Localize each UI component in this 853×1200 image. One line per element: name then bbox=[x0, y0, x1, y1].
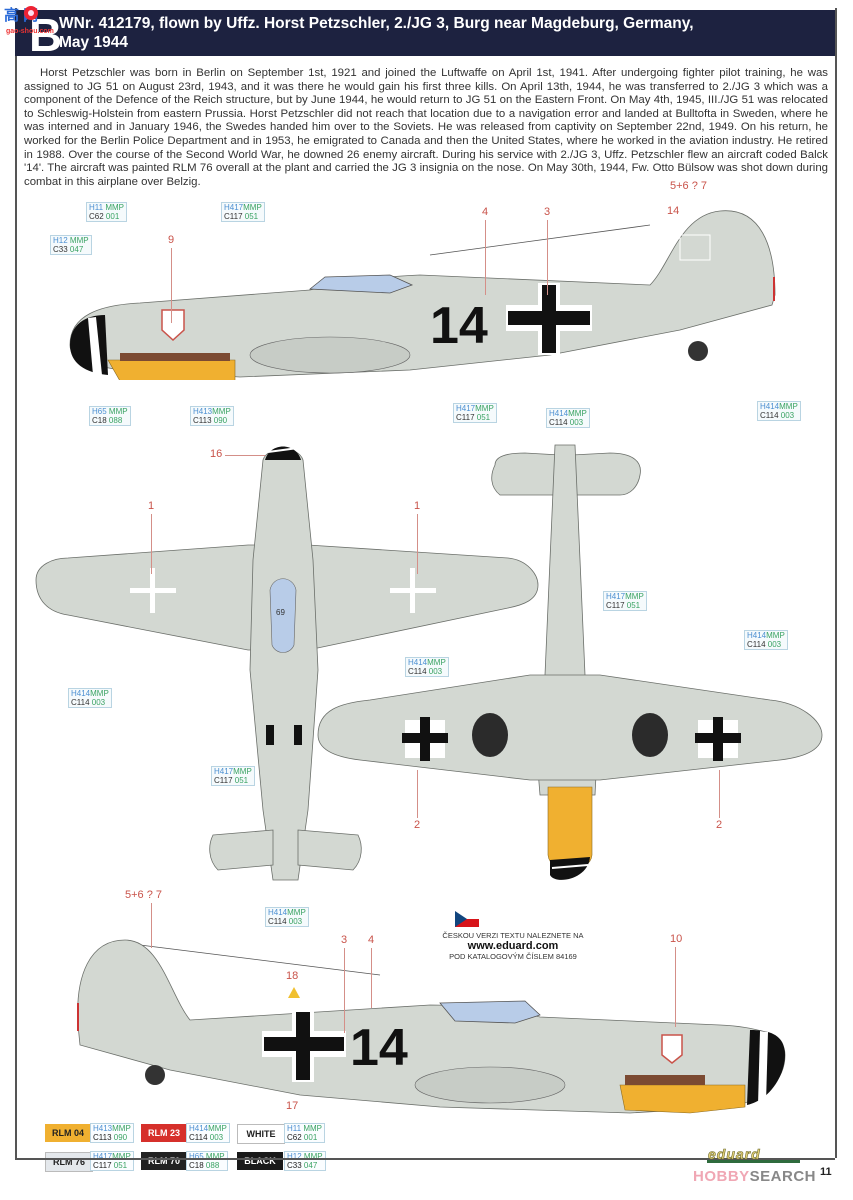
legend-swatch-rlm70: RLM 70 bbox=[141, 1152, 187, 1170]
leader-line bbox=[151, 514, 152, 574]
leader-line bbox=[151, 903, 152, 948]
callout-10: 10 bbox=[670, 933, 683, 945]
leader-line bbox=[417, 770, 418, 818]
leader-line bbox=[344, 948, 345, 1033]
leader-line bbox=[225, 455, 265, 456]
pilot-biography: Horst Petzschler was born in Berlin on S… bbox=[24, 67, 828, 188]
hobbysearch-watermark: HOBBYSEARCH bbox=[693, 1168, 816, 1185]
callout-14: 14 bbox=[667, 205, 680, 217]
leader-line bbox=[417, 514, 418, 574]
leader-line bbox=[719, 770, 720, 818]
title-line-1: WNr. 412179, flown by Uffz. Horst Petzsc… bbox=[59, 15, 694, 32]
side-profile-right: 14 bbox=[77, 939, 786, 1114]
eduard-logo-bar bbox=[707, 1160, 800, 1163]
czech-flag-icon bbox=[455, 911, 479, 927]
callout-1: 1 bbox=[148, 500, 155, 512]
callout-16: 16 bbox=[210, 448, 223, 460]
eduard-logo: eduard bbox=[708, 1146, 761, 1163]
top-view: 69 bbox=[35, 446, 539, 881]
callout-5-6-7: 5+6 ? 7 bbox=[670, 180, 708, 192]
page-title: WNr. 412179, flown by Uffz. Horst Petzsc… bbox=[59, 14, 829, 52]
leader-line bbox=[485, 220, 486, 295]
watermark-logo: 高 网 gao-shou.com bbox=[2, 4, 62, 35]
title-bar: B WNr. 412179, flown by Uffz. Horst Petz… bbox=[15, 9, 835, 61]
side-profile-left: 14 bbox=[69, 210, 776, 380]
legend-swatch-black: BLACK bbox=[237, 1152, 283, 1170]
callout-2: 2 bbox=[414, 819, 421, 831]
legend-swatch-white: WHITE bbox=[237, 1124, 285, 1144]
leader-line bbox=[547, 220, 548, 295]
callout-9: 9 bbox=[168, 234, 175, 246]
profile-letter: B bbox=[29, 9, 63, 61]
leader-line bbox=[171, 248, 172, 323]
callout-1: 1 bbox=[414, 500, 421, 512]
callout-18: 18 bbox=[286, 970, 299, 982]
callout-2: 2 bbox=[716, 819, 723, 831]
watermark-url: gao-shou.com bbox=[6, 28, 54, 35]
bottom-rule bbox=[15, 1158, 835, 1160]
callout-4: 4 bbox=[368, 934, 375, 946]
leader-line bbox=[675, 947, 676, 1027]
czech-note-line3: POD KATALOGOVÝM ČÍSLEM 84169 bbox=[449, 952, 577, 961]
svg-text:14: 14 bbox=[350, 1019, 408, 1077]
legend-swatch-rlm04: RLM 04 bbox=[45, 1124, 91, 1142]
czech-note-line1: ČESKOU VERZI TEXTU NALEZNETE NA bbox=[442, 931, 584, 940]
bottom-view bbox=[317, 444, 823, 880]
eduard-url-link[interactable]: www.eduard.com bbox=[467, 940, 559, 952]
page-number: 11 bbox=[820, 1166, 832, 1178]
callout-17: 17 bbox=[286, 1100, 299, 1112]
callout-5-6-7: 5+6 ? 7 bbox=[125, 889, 163, 901]
hobby-text: HOBBY bbox=[693, 1168, 750, 1185]
page-frame bbox=[15, 8, 837, 1158]
czech-note: ČESKOU VERZI TEXTU NALEZNETE NA www.edua… bbox=[428, 931, 598, 961]
leader-line bbox=[371, 948, 372, 1008]
legend-swatch-rlm23: RLM 23 bbox=[141, 1124, 187, 1142]
mascot-icon bbox=[24, 6, 38, 20]
callout-3: 3 bbox=[544, 206, 551, 218]
legend-swatch-rlm76: RLM 76 bbox=[45, 1152, 93, 1172]
callout-3: 3 bbox=[341, 934, 348, 946]
svg-text:69: 69 bbox=[276, 608, 285, 617]
callout-4: 4 bbox=[482, 206, 489, 218]
title-line-2: May 1944 bbox=[59, 34, 128, 51]
search-text: SEARCH bbox=[749, 1168, 817, 1185]
svg-text:14: 14 bbox=[430, 297, 488, 355]
